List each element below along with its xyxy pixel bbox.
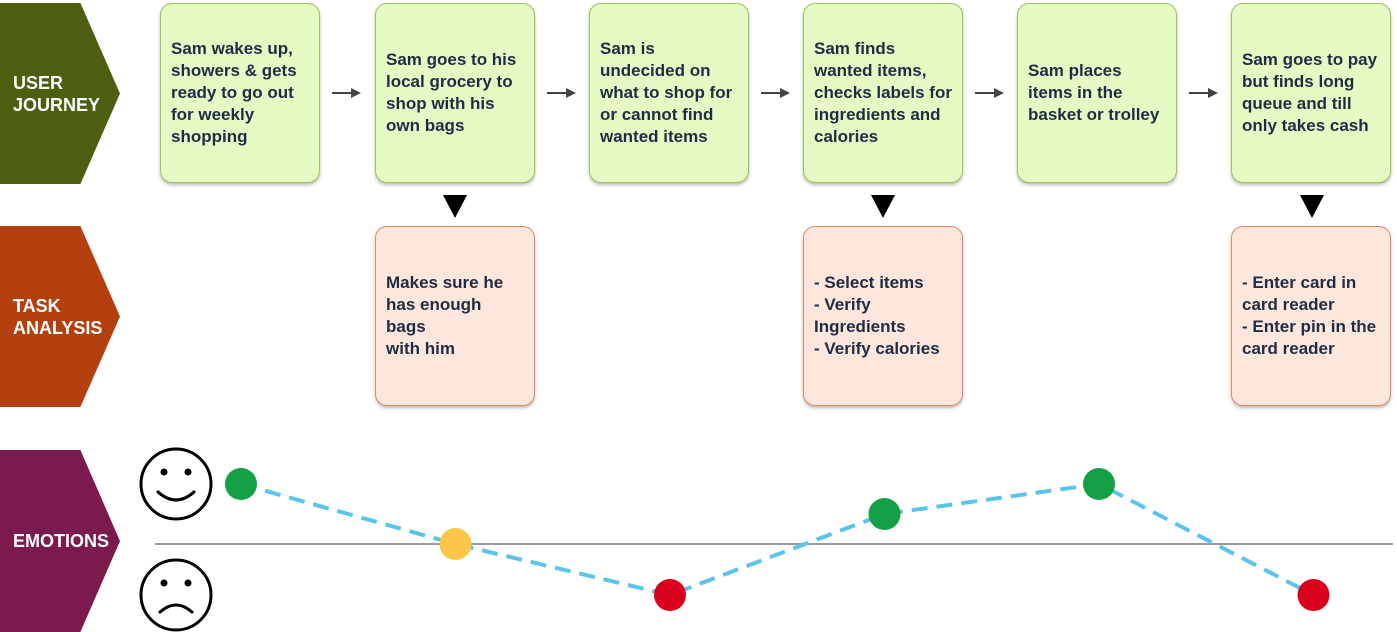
emotions-label: EMOTIONS xyxy=(0,450,120,632)
down-arrow-icon xyxy=(871,195,895,218)
emotion-point-6 xyxy=(1297,579,1330,611)
emotion-line xyxy=(240,481,1315,598)
journey-step-2: Sam goes to his local grocery to shop wi… xyxy=(375,3,535,183)
emotion-point-3 xyxy=(654,579,686,611)
right-arrow-icon xyxy=(761,88,790,98)
task-analysis-label: TASK ANALYSIS xyxy=(0,226,120,407)
task-card-step-6: - Enter card in card reader - Enter pin … xyxy=(1231,226,1391,406)
smiley-face-icon xyxy=(139,447,213,521)
right-arrow-icon xyxy=(547,88,576,98)
emotion-point-4 xyxy=(868,498,901,530)
task-card-text: - Enter card in card reader - Enter pin … xyxy=(1242,273,1377,358)
journey-step-4: Sam finds wanted items, checks labels fo… xyxy=(803,3,963,183)
task-analysis-label-text: TASK ANALYSIS xyxy=(13,295,103,338)
journey-step-6: Sam goes to pay but finds long queue and… xyxy=(1231,3,1391,183)
journey-step-text: Sam places items in the basket or trolle… xyxy=(1028,61,1160,124)
task-card-text: Makes sure he has enough bags with him xyxy=(386,273,504,358)
sad-face-icon xyxy=(139,558,213,632)
journey-step-text: Sam goes to pay but finds long queue and… xyxy=(1242,50,1378,135)
emotion-point-2 xyxy=(439,528,472,560)
user-journey-label-text: USER JOURNEY xyxy=(13,72,101,115)
task-card-step-4: - Select items - Verify Ingredients - Ve… xyxy=(803,226,963,406)
journey-step-text: Sam wakes up, showers & gets ready to go… xyxy=(171,39,297,146)
journey-step-text: Sam finds wanted items, checks labels fo… xyxy=(814,39,952,146)
emotion-point-1 xyxy=(225,468,257,500)
emotions-label-text: EMOTIONS xyxy=(13,531,110,551)
right-arrow-icon xyxy=(1189,88,1218,98)
down-arrow-icon xyxy=(443,195,467,218)
user-journey-label: USER JOURNEY xyxy=(0,3,120,184)
down-arrow-icon xyxy=(1300,195,1324,218)
task-card-step-2: Makes sure he has enough bags with him xyxy=(375,226,535,406)
journey-step-1: Sam wakes up, showers & gets ready to go… xyxy=(160,3,320,183)
task-card-text: - Select items - Verify Ingredients - Ve… xyxy=(814,273,940,358)
emotion-point-5 xyxy=(1083,468,1115,500)
right-arrow-icon xyxy=(332,88,361,98)
journey-step-text: Sam is undecided on what to shop for or … xyxy=(600,39,733,146)
journey-step-5: Sam places items in the basket or trolle… xyxy=(1017,3,1177,183)
emotion-series xyxy=(225,468,1330,611)
journey-step-text: Sam goes to his local grocery to shop wi… xyxy=(386,50,517,135)
journey-step-3: Sam is undecided on what to shop for or … xyxy=(589,3,749,183)
right-arrow-icon xyxy=(975,88,1004,98)
